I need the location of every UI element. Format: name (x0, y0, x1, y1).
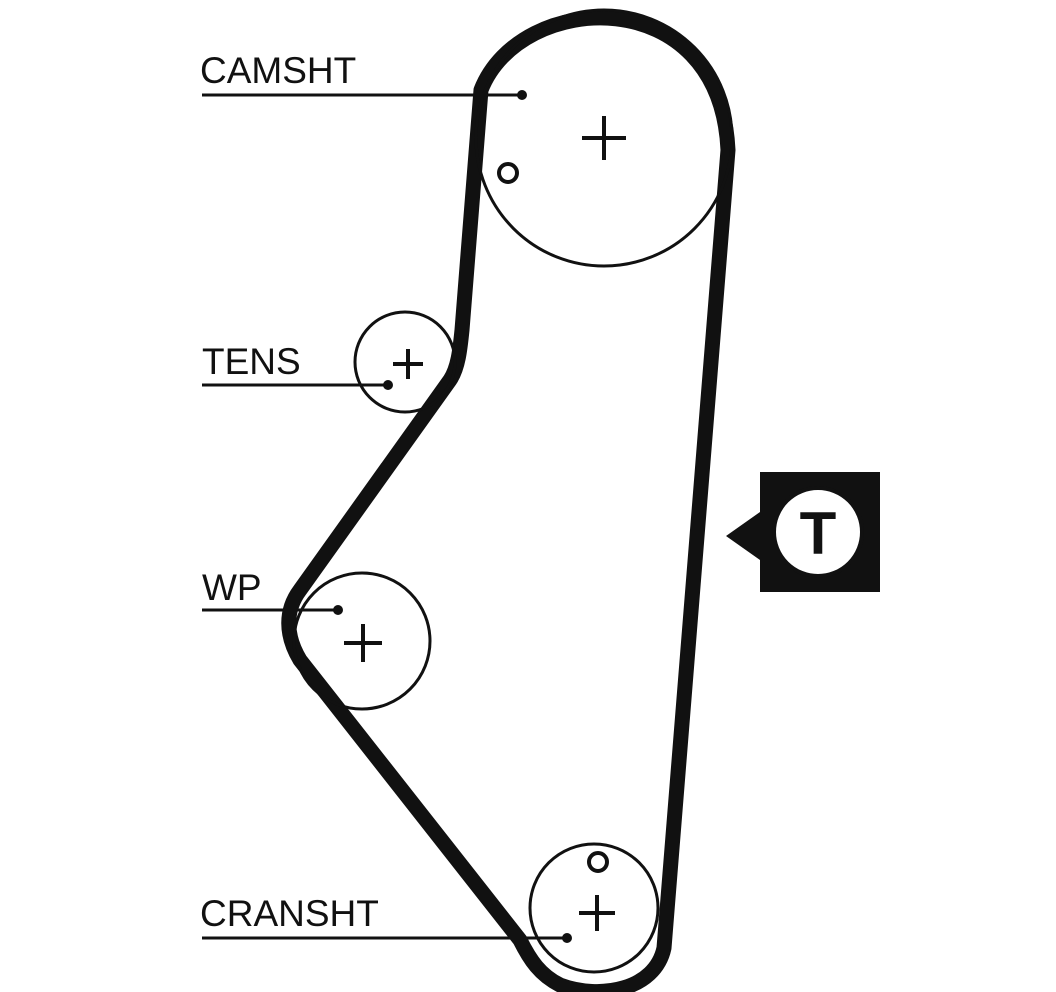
water-pump-leader (202, 605, 343, 615)
camshaft-leader (202, 90, 527, 100)
tensioner-leader (202, 380, 393, 390)
tension-marker: T (726, 472, 880, 592)
crankshaft-pulley (528, 842, 660, 974)
water-pump-label: WP (202, 567, 262, 608)
timing-belt (281, 10, 736, 992)
camshaft-label: CAMSHT (200, 50, 356, 91)
tensioner-label: TENS (202, 341, 301, 382)
crankshaft-timing-mark (587, 851, 609, 873)
tensioner-pulley (353, 310, 457, 414)
water-pump-pulley (292, 571, 432, 711)
crankshaft-leader (202, 933, 572, 943)
camshaft-timing-mark (497, 162, 519, 184)
tension-marker-letter: T (800, 500, 837, 567)
camshaft-pulley (474, 8, 734, 268)
crankshaft-label: CRANSHT (200, 893, 379, 934)
tension-marker-circle (772, 486, 864, 578)
